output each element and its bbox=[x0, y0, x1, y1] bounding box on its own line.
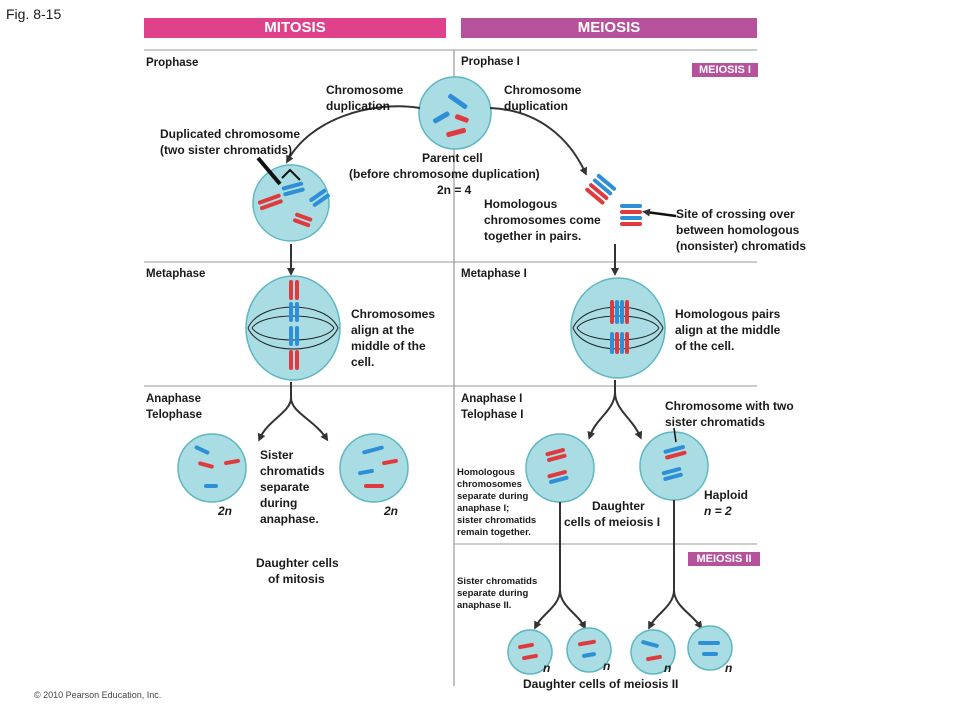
arrow-meiosis1-right bbox=[614, 391, 643, 440]
daughter-mitosis-line1: Daughter cells bbox=[256, 556, 339, 570]
parent-cell-line2: (before chromosome duplication) bbox=[349, 167, 540, 181]
stage-prophase: Prophase bbox=[146, 57, 199, 69]
daughter-m1-line2: cells of meiosis I bbox=[564, 515, 661, 529]
parent-cell-ploidy: 2n = 4 bbox=[437, 183, 472, 197]
align-line3: middle of the bbox=[351, 339, 426, 353]
ploidy-n-2: n bbox=[603, 659, 611, 673]
arrow-meiosis1-left bbox=[587, 380, 616, 440]
crossing-over-line1: Site of crossing over bbox=[676, 207, 795, 221]
hom-sep-line1: Homologous bbox=[457, 467, 516, 478]
meiosis2-daughter-2 bbox=[566, 627, 612, 673]
pairs-line2: align at the middle bbox=[675, 323, 781, 337]
hom-sep-line6: remain together. bbox=[457, 527, 531, 538]
daughter-m1-line1: Daughter bbox=[592, 499, 645, 513]
parent-cell bbox=[418, 76, 492, 150]
meiosis-header: MEIOSIS bbox=[461, 18, 757, 38]
sister-line4: during bbox=[260, 496, 298, 510]
haploid-line1: Haploid bbox=[704, 488, 748, 502]
figure-label: Fig. 8-15 bbox=[6, 6, 62, 22]
stage-anaphase-1: Anaphase I bbox=[461, 393, 523, 405]
ploidy-right: 2n bbox=[384, 504, 399, 518]
duplicated-pointer bbox=[256, 156, 282, 186]
meiosis-1-tag: MEIOSIS I bbox=[692, 63, 758, 77]
meiosis1-daughter-right bbox=[639, 431, 709, 501]
dup-left-line2: duplication bbox=[326, 99, 390, 113]
pairs-line3: of the cell. bbox=[675, 339, 735, 353]
two-sister-pointer bbox=[673, 427, 677, 443]
hom-sep-line3: separate during bbox=[457, 491, 529, 502]
daughter-m2-label: Daughter cells of meiosis II bbox=[523, 677, 679, 691]
meiosis2-daughter-1 bbox=[507, 629, 553, 675]
two-sister-line2: sister chromatids bbox=[665, 415, 766, 429]
arrow-m2-b bbox=[559, 589, 586, 630]
haploid-line2: n = 2 bbox=[704, 504, 732, 518]
align-line4: cell. bbox=[351, 355, 375, 369]
ploidy-left: 2n bbox=[218, 504, 233, 518]
dup-right-line1: Chromosome bbox=[504, 83, 582, 97]
sis-sep2-line3: anaphase II. bbox=[457, 600, 512, 611]
hom-sep-line5: sister chromatids bbox=[457, 515, 537, 526]
stage-metaphase-1: Metaphase I bbox=[461, 268, 527, 280]
align-line1: Chromosomes bbox=[351, 307, 436, 321]
sister-line5: anaphase. bbox=[260, 512, 319, 526]
meiosis-2-tag: MEIOSIS II bbox=[688, 552, 760, 566]
two-sister-line1: Chromosome with two bbox=[665, 399, 794, 413]
meiosis2-daughter-4 bbox=[687, 625, 733, 671]
mitosis-header: MITOSIS bbox=[144, 18, 446, 38]
align-line2: align at the bbox=[351, 323, 415, 337]
sister-line1: Sister bbox=[260, 448, 294, 462]
parent-cell-line1: Parent cell bbox=[422, 151, 483, 165]
dup-right-line2: duplication bbox=[504, 99, 568, 113]
arrow-m2-a bbox=[534, 502, 561, 630]
dup-left-line1: Chromosome bbox=[326, 83, 404, 97]
duplicated-chromosome-line2: (two sister chromatids) bbox=[160, 143, 293, 157]
crossing-over-arrow bbox=[642, 208, 677, 218]
ploidy-n-4: n bbox=[725, 661, 733, 675]
arrow-to-meiosis bbox=[489, 107, 587, 176]
stage-metaphase: Metaphase bbox=[146, 268, 206, 280]
meiosis-metaphase-cell bbox=[570, 277, 666, 379]
arrow-mitosis-daughter-left bbox=[257, 382, 292, 442]
crossing-over-line3: (nonsister) chromatids bbox=[676, 239, 807, 253]
copyright: © 2010 Pearson Education, Inc. bbox=[34, 690, 162, 700]
meiosis2-daughter-3 bbox=[630, 629, 676, 675]
hom-sep-line2: chromosomes bbox=[457, 479, 522, 490]
arrow-to-mitosis bbox=[286, 105, 421, 164]
sis-sep2-line2: separate during bbox=[457, 588, 529, 599]
mitosis-prophase-cell bbox=[252, 164, 330, 242]
hom-sep-line4: anaphase I; bbox=[457, 503, 510, 514]
meiosis1-daughter-left bbox=[525, 433, 595, 503]
pairs-line1: Homologous pairs bbox=[675, 307, 781, 321]
duplicated-chromosome-line1: Duplicated chromosome bbox=[160, 127, 301, 141]
mitosis-metaphase-cell bbox=[245, 275, 341, 381]
crossing-over-line2: between homologous bbox=[676, 223, 800, 237]
section-dividers bbox=[144, 49, 757, 686]
sister-line3: separate bbox=[260, 480, 310, 494]
stage-telophase: Telophase bbox=[146, 409, 203, 421]
ploidy-n-3: n bbox=[664, 661, 672, 675]
homologous-line3: together in pairs. bbox=[484, 229, 582, 243]
meiosis-prophase-pairs bbox=[585, 173, 642, 226]
homologous-line1: Homologous bbox=[484, 197, 558, 211]
mitosis-daughter-right bbox=[339, 433, 409, 503]
arrow-mitosis-daughter-right bbox=[290, 397, 329, 442]
stage-prophase-1: Prophase I bbox=[461, 56, 520, 68]
mitosis-daughter-left bbox=[177, 433, 247, 503]
stage-telophase-1: Telophase I bbox=[461, 409, 524, 421]
sister-line2: chromatids bbox=[260, 464, 325, 478]
stage-anaphase: Anaphase bbox=[146, 393, 201, 405]
sis-sep2-line1: Sister chromatids bbox=[457, 576, 538, 587]
arrow-m2-d bbox=[673, 589, 703, 630]
daughter-mitosis-line2: of mitosis bbox=[268, 572, 325, 586]
ploidy-n-1: n bbox=[543, 661, 551, 675]
homologous-line2: chromosomes come bbox=[484, 213, 601, 227]
